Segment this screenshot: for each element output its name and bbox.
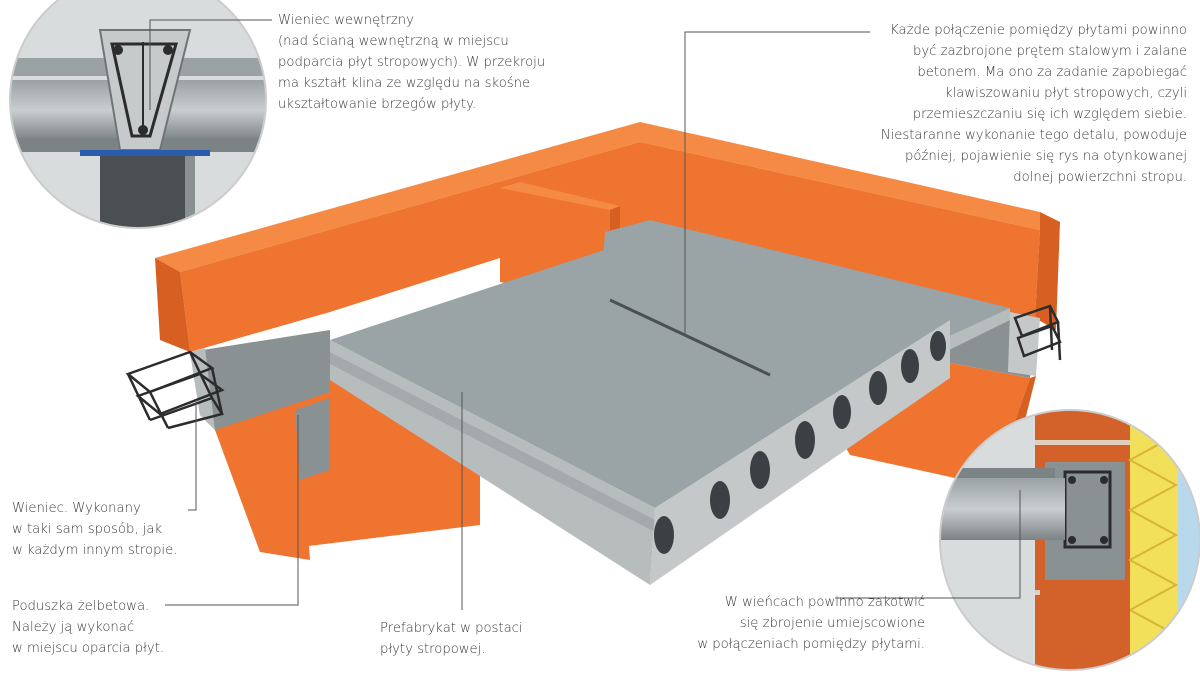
leader-lines xyxy=(149,19,1021,610)
leader-polaczenie xyxy=(684,31,870,335)
slab-joint xyxy=(609,298,771,377)
leader-wieniec xyxy=(188,400,197,511)
annotation-precast-slab: Prefabrykat w postaci płyty stropowej. xyxy=(380,621,523,657)
detail-circle-inner-ring-beam xyxy=(9,0,267,229)
annotation-anchorage: W wieńcach powinno zakotwić się zbrojeni… xyxy=(697,595,925,652)
rebar-cage-left xyxy=(125,350,225,430)
rebar-cage-right xyxy=(1013,304,1062,361)
annotation-bearing-pad: Poduszka żelbetowa. Należy ją wykonać w … xyxy=(12,599,165,656)
annotation-slab-joint: Każde połączenie pomiędzy płytami powinn… xyxy=(880,23,1187,185)
leader-wieniec-wewnetrzny xyxy=(149,19,272,110)
main-slab xyxy=(330,248,950,585)
right-wall xyxy=(640,142,1060,330)
annotation-inner-ring-beam: Wieniec wewnętrzny (nad ścianą wewnętrzn… xyxy=(278,13,546,112)
leader-zbrojenie xyxy=(835,490,1021,599)
annotation-ring-beam: Wieniec. Wykonany w taki sam sposób, jak… xyxy=(12,501,178,558)
detail-circle-outer-ring-beam xyxy=(939,409,1200,671)
leader-poduszka xyxy=(165,415,299,606)
